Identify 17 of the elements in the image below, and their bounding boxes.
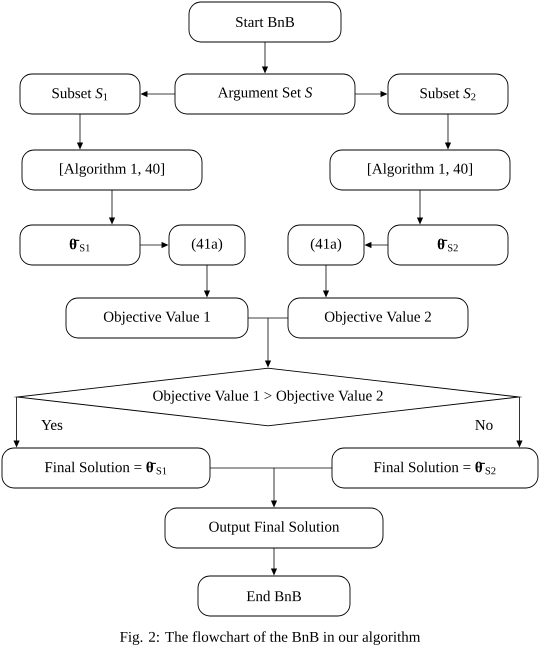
- process-box: Final Solution = θ̄$_{S1}$: [2, 448, 210, 488]
- process-box: Subset S$_{2}$: [388, 74, 508, 114]
- process-box: Argument Set S: [174, 74, 356, 114]
- process-box: Output Final Solution: [164, 508, 384, 548]
- process-box: Subset S$_{1}$: [20, 74, 140, 114]
- process-box: (41a): [288, 224, 364, 266]
- process-box: Objective Value 2: [288, 298, 468, 338]
- process-box: [Algorithm 1, 40]: [22, 150, 202, 190]
- process-box: Start BnB: [188, 2, 342, 42]
- process-box: Final Solution = θ̄$_{S2}$: [332, 448, 538, 488]
- process-box: θ̄$_{S1}$: [20, 224, 140, 266]
- process-box: End BnB: [198, 576, 350, 616]
- caption: Fig. 2: The flowchart of the BnB in our algorithm: [120, 631, 420, 645]
- process-box: θ̄$_{S2}$: [388, 224, 508, 266]
- process-box: [Algorithm 1, 40]: [330, 150, 510, 190]
- process-box: Objective Value 1: [66, 298, 248, 338]
- process-box: (41a): [168, 224, 246, 266]
